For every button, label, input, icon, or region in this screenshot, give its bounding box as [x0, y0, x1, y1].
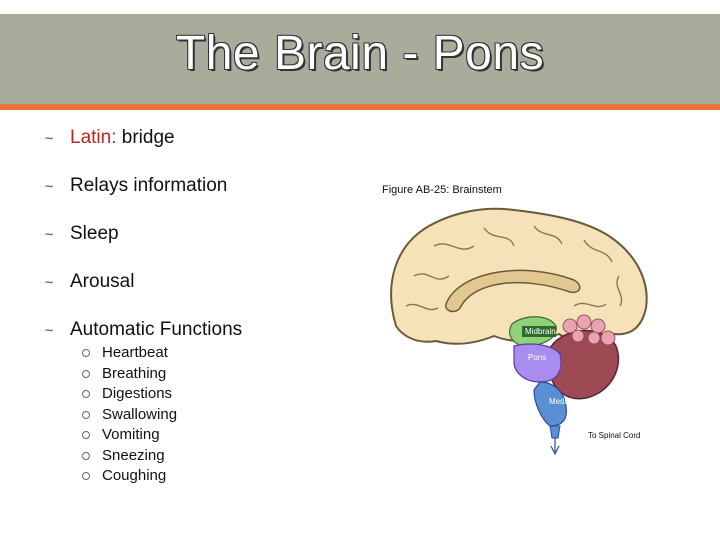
medulla-label: Medulla [549, 397, 578, 406]
ring-bullet-icon [82, 472, 90, 480]
accent-bar [0, 104, 720, 110]
midbrain-label-box [522, 326, 556, 337]
midbrain-label: Midbrain [525, 327, 556, 336]
swirl-bullet-icon: ∼ [44, 131, 55, 145]
swirl-bullet-icon: ∼ [44, 323, 55, 337]
bullet-label: Sleep [70, 223, 119, 244]
latin-meaning: bridge [116, 127, 175, 148]
ring-bullet-icon [82, 369, 90, 378]
cord-arrow-head [550, 445, 560, 456]
swirl-bullet-icon: ∼ [44, 179, 55, 193]
ring-bullet-icon [82, 431, 90, 439]
brainstem-figure: Midbrain Pons Medulla To Spinal Cord Fig… [374, 176, 664, 458]
corpus-callosum [445, 269, 581, 313]
title-bar [0, 14, 720, 104]
brain-diagram: Midbrain Pons Medulla To Spinal Cord [390, 207, 648, 456]
gyri-lines [405, 225, 623, 311]
medulla-shape [533, 381, 567, 427]
bullet-label: Relays information [70, 175, 228, 196]
pons-label: Pons [528, 353, 546, 362]
ring-bullet-icon [82, 410, 90, 419]
ring-bullet-icon [82, 451, 90, 460]
ring-bullet-icon [82, 390, 90, 398]
latin-term: Latin: [70, 127, 117, 148]
swirl-bullet-icon: ∼ [44, 227, 55, 241]
slide-title: The Brain - Pons [175, 27, 545, 80]
bullet-label: Arousal [70, 271, 135, 292]
spinal-cord-label: To Spinal Cord [588, 431, 640, 440]
pons-shape [513, 343, 562, 383]
ring-bullet-icon [82, 349, 90, 357]
bullet-label: Automatic Functions [70, 319, 243, 340]
arbor-vitae [562, 314, 616, 346]
spinal-cord-shape [549, 425, 561, 439]
figure-caption: Figure AB-25: Brainstem [382, 184, 502, 196]
swirl-bullet-icon: ∼ [44, 275, 55, 289]
